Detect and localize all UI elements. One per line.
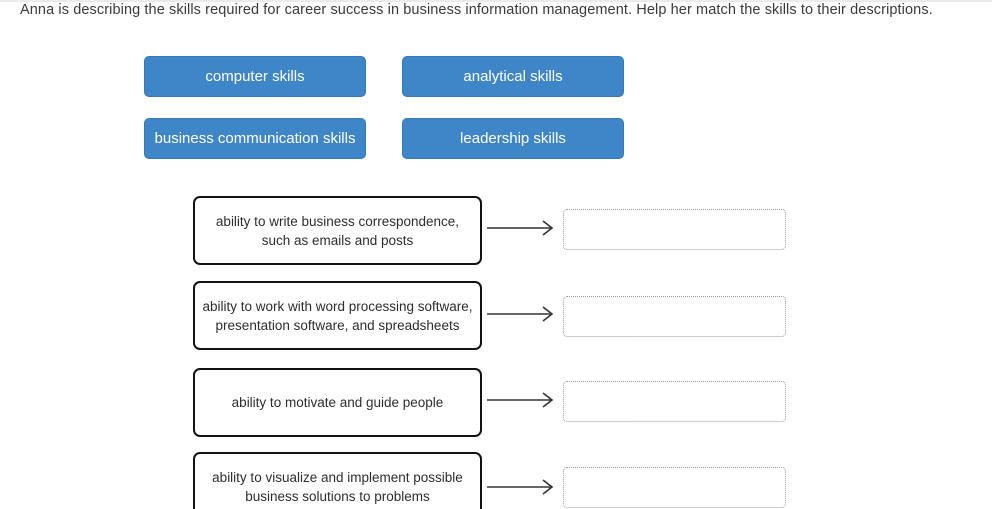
skill-tile-label: computer skills xyxy=(205,68,305,85)
drop-zone[interactable] xyxy=(563,209,786,250)
arrow-right-icon xyxy=(482,304,562,324)
description-text: ability to motivate and guide people xyxy=(231,395,444,410)
skill-tile-label: business communication skills xyxy=(154,130,356,147)
description-box: ability to motivate and guide people xyxy=(193,368,482,437)
skill-tile-business-communication-skills[interactable]: business communication skills xyxy=(144,118,366,159)
drop-zone[interactable] xyxy=(563,467,786,508)
description-box: ability to work with word processing sof… xyxy=(193,281,482,350)
description-box: ability to visualize and implement possi… xyxy=(193,452,482,509)
arrow-right-icon xyxy=(482,218,562,238)
drop-zone[interactable] xyxy=(563,381,786,422)
arrow-right-icon xyxy=(482,390,562,410)
top-divider xyxy=(0,0,992,2)
skill-tile-computer-skills[interactable]: computer skills xyxy=(144,56,366,97)
description-box: ability to write business correspondence… xyxy=(193,196,482,265)
question-text: Anna is describing the skills required f… xyxy=(20,2,933,18)
description-text: ability to visualize and implement possi… xyxy=(212,469,463,504)
description-text: ability to write business correspondence… xyxy=(215,213,460,248)
skill-tile-analytical-skills[interactable]: analytical skills xyxy=(402,56,624,97)
skill-tile-label: leadership skills xyxy=(460,130,566,147)
drop-zone[interactable] xyxy=(563,296,786,337)
arrow-right-icon xyxy=(482,477,562,497)
skill-tile-label: analytical skills xyxy=(463,68,563,85)
description-text: ability to work with word processing sof… xyxy=(202,298,473,333)
skill-tile-leadership-skills[interactable]: leadership skills xyxy=(402,118,624,159)
